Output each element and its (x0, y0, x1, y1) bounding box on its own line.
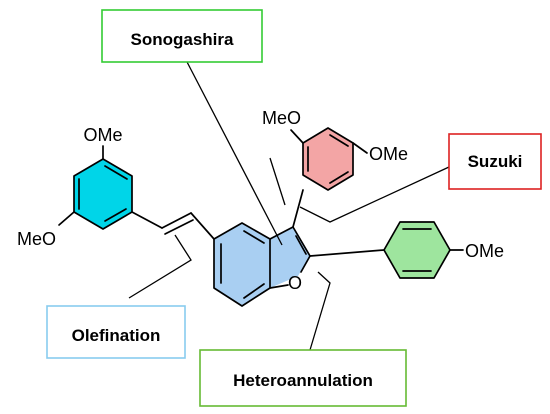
olefination-box: Olefination (46, 305, 186, 359)
bond-meo-top-right (290, 129, 304, 144)
leader-olefination (128, 234, 192, 299)
bond-ome-top-right (352, 142, 368, 154)
benzene-ring-icon (73, 158, 133, 230)
benzofuran-icon (213, 222, 311, 307)
ring-fill-benzofuran (214, 223, 310, 306)
ome-far-right-label: OMe (465, 241, 504, 261)
ome-top-right-label: OMe (369, 144, 408, 164)
ome-top-left-label: OMe (83, 125, 122, 145)
bond-vinyl-to-benzofuran (190, 212, 215, 240)
leader-heteroannulation (309, 271, 331, 351)
meo-top-right-label: MeO (262, 108, 301, 128)
leader-suzuki (299, 166, 450, 223)
suzuki-box: Suzuki (448, 133, 542, 190)
sonogashira-label: Sonogashira (131, 30, 235, 49)
heteroannulation-label: Heteroannulation (233, 371, 373, 390)
leader-sonogashira-short (269, 157, 286, 206)
leader-sonogashira (185, 59, 283, 246)
olefination-label: Olefination (72, 326, 161, 345)
furan-oxygen-label: O (288, 273, 302, 293)
double-bond-icon (161, 212, 194, 235)
bond-meo-bottom (58, 211, 75, 226)
ring-fill-methoxyphenyl (384, 222, 450, 278)
bond-c2-to-aryl (309, 249, 385, 257)
suzuki-label: Suzuki (468, 152, 523, 171)
bond-ring-to-vinyl (131, 211, 163, 229)
ring-fill-dimethoxyphenyl (303, 128, 353, 190)
sonogashira-box: Sonogashira (101, 9, 263, 63)
heteroannulation-box: Heteroannulation (199, 349, 407, 407)
meo-bottom-left-label: MeO (17, 229, 56, 249)
benzene-ring-icon (383, 221, 451, 279)
bond-c3-to-aryl (292, 189, 304, 228)
ring-fill-dimethoxystyryl (74, 159, 132, 229)
